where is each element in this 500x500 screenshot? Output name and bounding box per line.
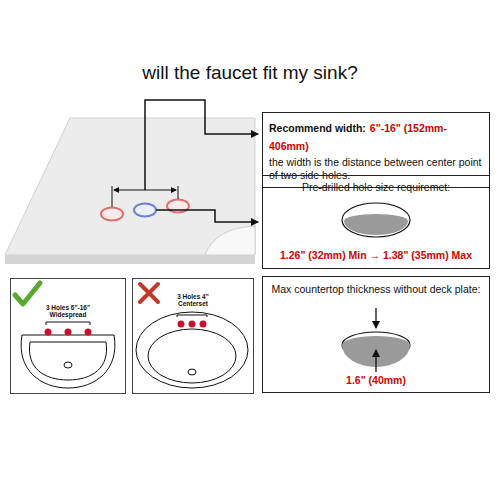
countertop bbox=[5, 118, 255, 264]
heading: Recommend width: bbox=[269, 122, 366, 134]
thickness-illustration bbox=[342, 308, 410, 372]
sink-label: 3 Holes 4" Centerset bbox=[171, 293, 215, 308]
widespread-panel: 3 Holes 6"-16" Widespread bbox=[10, 278, 126, 394]
title: will the faucet fit my sink? bbox=[0, 62, 500, 84]
heading: Pre-drilled hole size requiremet: bbox=[267, 181, 485, 193]
heading: Max countertop thickness without deck pl… bbox=[267, 283, 485, 295]
centerset-sink bbox=[136, 312, 248, 388]
sink-label: 3 Holes 6"-16" Widespread bbox=[43, 304, 93, 319]
hole-illustration bbox=[342, 203, 410, 237]
centerset-panel: 3 Holes 4" Centerset bbox=[132, 278, 254, 394]
check-mark bbox=[15, 283, 40, 304]
widespread-sink bbox=[21, 322, 115, 388]
cross-mark bbox=[140, 284, 158, 302]
hole-size-box: Pre-drilled hole size requiremet: 1.26" (… bbox=[262, 175, 490, 269]
leader-line bbox=[156, 210, 258, 222]
leader-line bbox=[145, 100, 258, 190]
dimension: 1.6" (40mm) bbox=[267, 374, 485, 386]
thickness-box: Max countertop thickness without deck pl… bbox=[262, 276, 490, 393]
note: the width is the distance between center… bbox=[269, 156, 483, 182]
dimension: 1.26" (32mm) Min → 1.38" (35mm) Max bbox=[267, 249, 485, 261]
width-box: Recommend width:6"-16" (152mm-406mm)the … bbox=[262, 112, 490, 188]
